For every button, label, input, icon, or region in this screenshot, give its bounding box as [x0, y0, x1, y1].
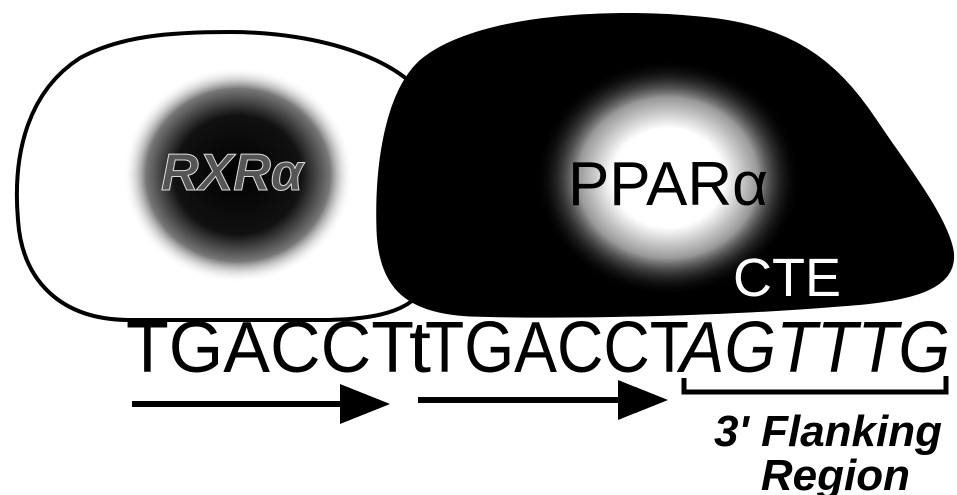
arrow-half-site-1 — [132, 384, 390, 424]
flanking-region-caption-line2: Region — [761, 451, 910, 495]
ppar-protein: PPARα CTE — [378, 14, 953, 316]
cte-label: CTE — [733, 248, 841, 308]
flanking-region-caption-line1: 3' Flanking — [714, 407, 942, 456]
flanking-sequence: AGTTTG — [676, 308, 950, 388]
half-site-2: TGACCT — [425, 308, 689, 388]
half-site-1: TGACCT — [126, 308, 414, 388]
arrow-head-1 — [340, 384, 390, 424]
ppar-label: PPARα — [568, 150, 768, 219]
dna-sequence: TGACCT t TGACCT AGTTTG — [126, 308, 950, 388]
rxr-label: RXRα — [161, 144, 306, 202]
